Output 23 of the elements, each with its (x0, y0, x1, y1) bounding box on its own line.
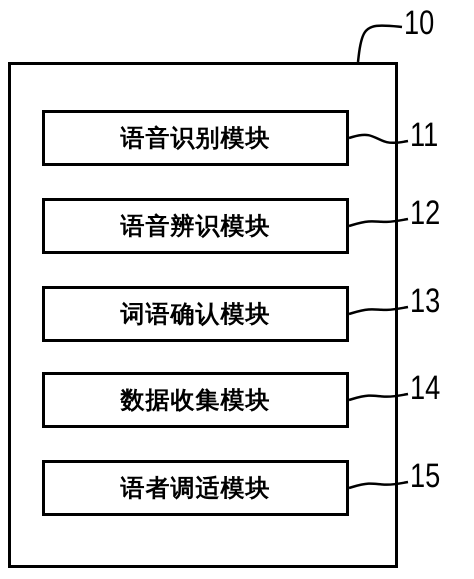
module-box (42, 286, 349, 342)
module-box (42, 110, 349, 166)
module-label: 语音识别模块 (120, 123, 270, 154)
callout-number: 14 (410, 371, 440, 405)
callout-number: 12 (410, 196, 440, 230)
leader-line (348, 306, 408, 316)
leader-line (356, 24, 402, 62)
module-label: 数据收集模块 (120, 385, 270, 416)
leader-line (348, 480, 408, 490)
callout-number: 11 (410, 118, 438, 152)
module-frame (8, 62, 398, 568)
module-box (42, 372, 349, 428)
module-box (42, 198, 349, 254)
module-box (42, 460, 349, 516)
module-label: 语者调适模块 (120, 473, 270, 504)
callout-number: 13 (410, 284, 440, 318)
module-label: 语音辨识模块 (120, 211, 270, 242)
leader-line (348, 134, 408, 144)
callout-number: 15 (410, 459, 440, 493)
callout-number: 10 (404, 6, 434, 40)
leader-line (348, 218, 408, 228)
module-label: 词语确认模块 (120, 299, 270, 330)
leader-line (348, 392, 408, 402)
